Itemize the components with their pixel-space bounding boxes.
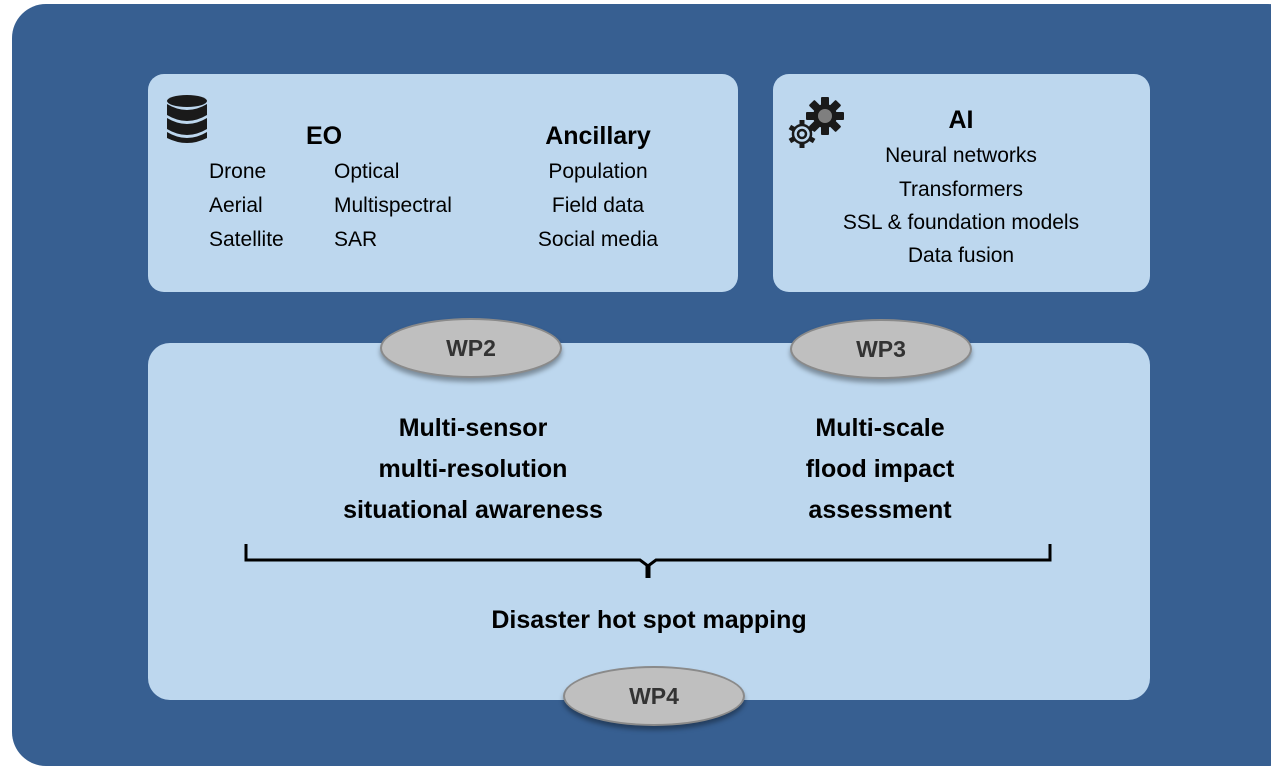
ai-item-neural-networks: Neural networks [885,144,1037,167]
ancillary-field-data: Field data [551,194,645,217]
ancillary-heading: Ancillary [545,122,651,150]
eo-heading: EO [305,122,343,150]
wp3-badge: WP3 [790,319,972,379]
data-sources-box: EO Drone Aerial Satellite Optical Multis… [148,74,738,292]
ai-heading: AI [948,106,974,134]
wp4-badge: WP4 [563,666,745,726]
impact-assessment-line-3: assessment [808,496,952,524]
ancillary-social-media: Social media [537,228,659,251]
outcomes-box: Multi-sensor multi-resolution situationa… [148,343,1150,700]
database-icon [167,95,207,143]
eo-platform-drone: Drone [209,160,267,183]
eo-platform-satellite: Satellite [209,228,284,251]
ai-item-ssl-foundation-models: SSL & foundation models [842,211,1080,234]
wp2-badge: WP2 [380,318,562,378]
situational-awareness-line-1: Multi-sensor [398,414,548,442]
ai-box: AI Neural networks Transformers SSL & fo… [773,74,1150,292]
eo-sensor-multispectral: Multispectral [334,194,452,217]
ai-item-data-fusion: Data fusion [907,244,1015,267]
ai-item-transformers: Transformers [898,178,1024,201]
eo-platform-aerial: Aerial [209,194,263,217]
impact-assessment-line-1: Multi-scale [815,414,945,442]
gears-icon [788,97,844,148]
grouping-bracket [244,544,1052,578]
impact-assessment-line-2: flood impact [805,455,955,483]
situational-awareness-line-2: multi-resolution [378,455,568,483]
situational-awareness-line-3: situational awareness [343,496,603,524]
hot-spot-mapping-label: Disaster hot spot mapping [491,606,807,634]
ancillary-population: Population [548,160,648,183]
eo-sensor-sar: SAR [334,228,378,251]
eo-sensor-optical: Optical [334,160,400,183]
